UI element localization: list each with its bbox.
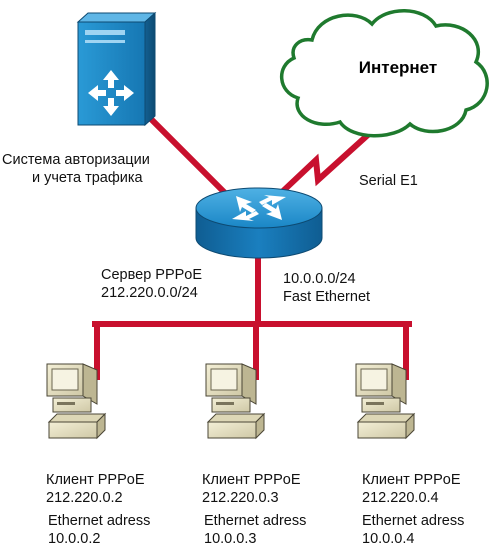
client-3-eth-label: Ethernet adress [362, 513, 464, 529]
auth-router-link [147, 115, 231, 199]
client-2-title: Клиент PPPoE [202, 472, 301, 488]
lan-label-line2: Fast Ethernet [283, 289, 370, 305]
pc-3-icon [355, 363, 416, 440]
client-2-eth-ip: 10.0.0.3 [204, 531, 256, 546]
auth-system-label-line2: и учета трафика [32, 170, 144, 186]
router-label-line1: Сервер PPPoE [101, 267, 202, 283]
client-3-title: Клиент PPPoE [362, 472, 461, 488]
auth-system-label-line1: Система авторизации [2, 152, 150, 168]
lan-label-line1: 10.0.0.0/24 [283, 271, 356, 287]
client-2-eth-label: Ethernet adress [204, 513, 306, 529]
client-1-eth-ip: 10.0.0.2 [48, 531, 100, 546]
serial-e1-link [279, 130, 373, 195]
pc-1-icon [46, 363, 107, 440]
client-3-eth-ip: 10.0.0.4 [362, 531, 414, 546]
serial-link-label: Serial E1 [359, 173, 418, 189]
client-3-ip: 212.220.0.4 [362, 490, 439, 506]
client-1-eth-label: Ethernet adress [48, 513, 150, 529]
router-label-line2: 212.220.0.0/24 [101, 285, 198, 301]
internet-cloud-icon [279, 9, 489, 138]
router-icon [195, 187, 323, 259]
client-1-ip: 212.220.0.2 [46, 490, 123, 506]
internet-label: Интернет [359, 58, 437, 77]
client-2-ip: 212.220.0.3 [202, 490, 279, 506]
client-1-title: Клиент PPPoE [46, 472, 145, 488]
links [92, 115, 412, 380]
pc-2-icon [205, 363, 266, 440]
server-icon [76, 11, 157, 127]
